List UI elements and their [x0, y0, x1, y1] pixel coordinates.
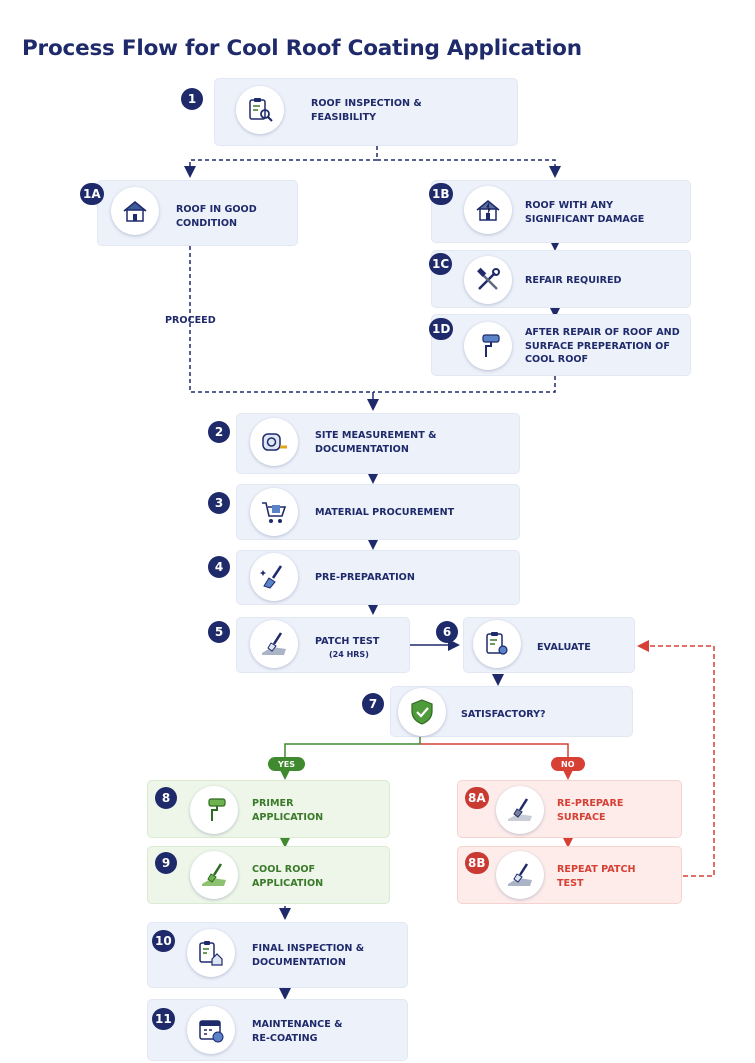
- step-8a-badge: 8A: [465, 787, 489, 809]
- house-icon: [111, 187, 159, 235]
- step-4-badge: 4: [208, 556, 230, 578]
- page-title: Process Flow for Cool Roof Coating Appli…: [22, 36, 582, 61]
- step-10-label: FINAL INSPECTION & DOCUMENTATION: [252, 943, 365, 968]
- step-4-label: PRE-PREPARATION: [315, 572, 415, 583]
- tape-measure-icon: [250, 418, 298, 466]
- clipboard-gear-icon: [473, 620, 521, 668]
- step-8b-label: REPEAT PATCH TEST: [557, 864, 636, 889]
- step-5-duration: (24 HRS): [329, 649, 369, 659]
- step-5-title: PATCH TEST: [315, 636, 380, 647]
- step-1b-label: ROOF WITH ANY SIGNIFICANT DAMAGE: [525, 200, 645, 225]
- step-8-badge: 8: [155, 787, 177, 809]
- step-1d-label: AFTER REPAIR OF ROOF AND SURFACE PREPERA…: [525, 327, 680, 365]
- step-9-badge: 9: [155, 852, 177, 874]
- step-8a-box: [457, 780, 682, 838]
- shield-check-icon: [398, 688, 446, 736]
- clipboard-magnifier-icon: [236, 86, 284, 134]
- shopping-cart-icon: [250, 488, 298, 536]
- step-3-badge: 3: [208, 492, 230, 514]
- step-1c-badge: 1C: [429, 253, 453, 275]
- step-9-box: [147, 846, 390, 904]
- yes-pill: YES: [268, 757, 306, 771]
- proceed-label: PROCEED: [165, 315, 216, 326]
- damaged-house-icon: [464, 186, 512, 234]
- step-8b-badge: 8B: [465, 852, 489, 874]
- step-5-label: PATCH TEST (24 HRS): [315, 635, 405, 660]
- step-7-label: SATISFACTORY?: [461, 709, 546, 720]
- step-8-label: PRIMER APPLICATION: [252, 798, 324, 823]
- patch-brush-icon: [250, 620, 298, 668]
- step-8-box: [147, 780, 390, 838]
- step-6-badge: 6: [436, 621, 458, 643]
- calendar-wrench-icon: [187, 1006, 235, 1054]
- repeat-brush-icon: [496, 851, 544, 899]
- paint-roller-icon: [464, 322, 512, 370]
- step-1c-label: REFAIR REQUIRED: [525, 275, 622, 286]
- step-1-badge: 1: [181, 88, 203, 110]
- step-7-badge: 7: [362, 693, 384, 715]
- brush-icon: [250, 553, 298, 601]
- step-11-badge: 11: [152, 1008, 175, 1030]
- step-11-label: MAINTENANCE & RE-COATING: [252, 1019, 343, 1044]
- step-1d-badge: 1D: [429, 318, 454, 340]
- step-1-label: ROOF INSPECTION & FEASIBILITY: [311, 98, 422, 123]
- hammer-wrench-icon: [464, 256, 512, 304]
- scraper-brush-icon: [496, 786, 544, 834]
- step-2-label: SITE MEASUREMENT & DOCUMENTATION: [315, 430, 437, 455]
- step-6-label: EVALUATE: [537, 642, 591, 653]
- step-3-label: MATERIAL PROCUREMENT: [315, 507, 455, 518]
- step-10-badge: 10: [152, 930, 175, 952]
- step-2-badge: 2: [208, 421, 230, 443]
- clipboard-house-icon: [187, 929, 235, 977]
- step-5-badge: 5: [208, 621, 230, 643]
- step-1b-badge: 1B: [429, 183, 453, 205]
- no-pill: NO: [551, 757, 585, 771]
- step-1a-label: ROOF IN GOOD CONDITION: [176, 204, 257, 229]
- green-roller-icon: [190, 786, 238, 834]
- step-1a-badge: 1A: [80, 183, 104, 205]
- green-brush-icon: [190, 851, 238, 899]
- step-8a-label: RE-PREPARE SURFACE: [557, 798, 624, 823]
- step-8b-box: [457, 846, 682, 904]
- step-9-label: COOL ROOF APPLICATION: [252, 864, 324, 889]
